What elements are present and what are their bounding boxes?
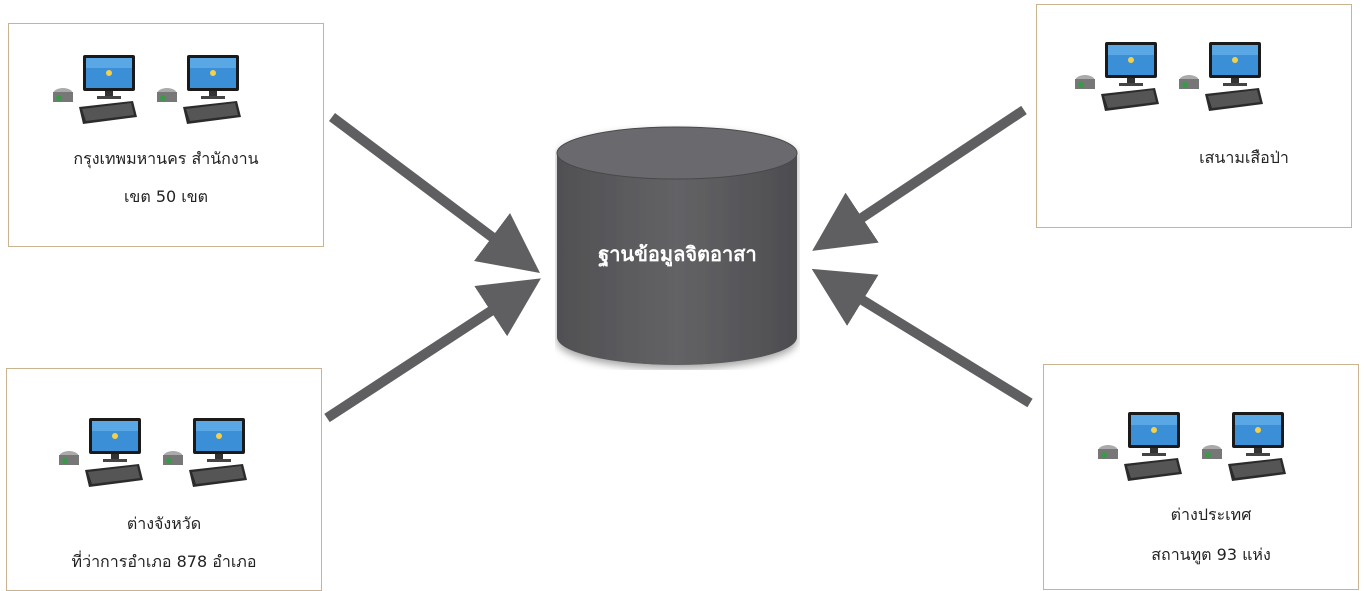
node-provinces-line1: ต่างจังหวัด: [126, 514, 202, 533]
desktop-computer-icon: [1198, 409, 1288, 489]
arrow-sanam-to-db: [812, 105, 1027, 251]
arrow-bangkok-to-db: [329, 113, 540, 273]
node-abroad: ต่างประเทศ สถานทูต 93 แห่ง: [1043, 364, 1359, 590]
database-label: ฐานข้อมูลจิตอาสา: [598, 242, 757, 266]
node-abroad-line2: สถานทูต 93 แห่ง: [1151, 545, 1271, 564]
node-provinces: ต่างจังหวัด ที่ว่าการอำเภอ 878 อำเภอ: [6, 368, 322, 591]
desktop-computer-icon: [1071, 39, 1161, 119]
desktop-computer-icon: [153, 52, 243, 132]
desktop-computer-icon: [49, 52, 139, 132]
desktop-computer-icon: [1175, 39, 1265, 119]
database-cylinder: [555, 125, 800, 370]
arrow-abroad-to-db: [811, 268, 1033, 408]
node-sanam: เสนามเสือป่า: [1036, 4, 1352, 228]
node-abroad-line1: ต่างประเทศ: [1170, 505, 1252, 524]
node-provinces-line2: ที่ว่าการอำเภอ 878 อำเภอ: [71, 552, 257, 571]
desktop-computer-icon: [55, 415, 145, 495]
node-bangkok-line2: เขต 50 เขต: [123, 187, 209, 206]
desktop-computer-icon: [1094, 409, 1184, 489]
node-bangkok: กรุงเทพมหานคร สำนักงาน เขต 50 เขต: [8, 23, 324, 247]
node-bangkok-line1: กรุงเทพมหานคร สำนักงาน: [73, 149, 259, 168]
desktop-computer-icon: [159, 415, 249, 495]
database-icon: [556, 126, 798, 365]
node-sanam-line1: เสนามเสือป่า: [1199, 148, 1289, 167]
arrow-provinces-to-db: [324, 278, 541, 423]
